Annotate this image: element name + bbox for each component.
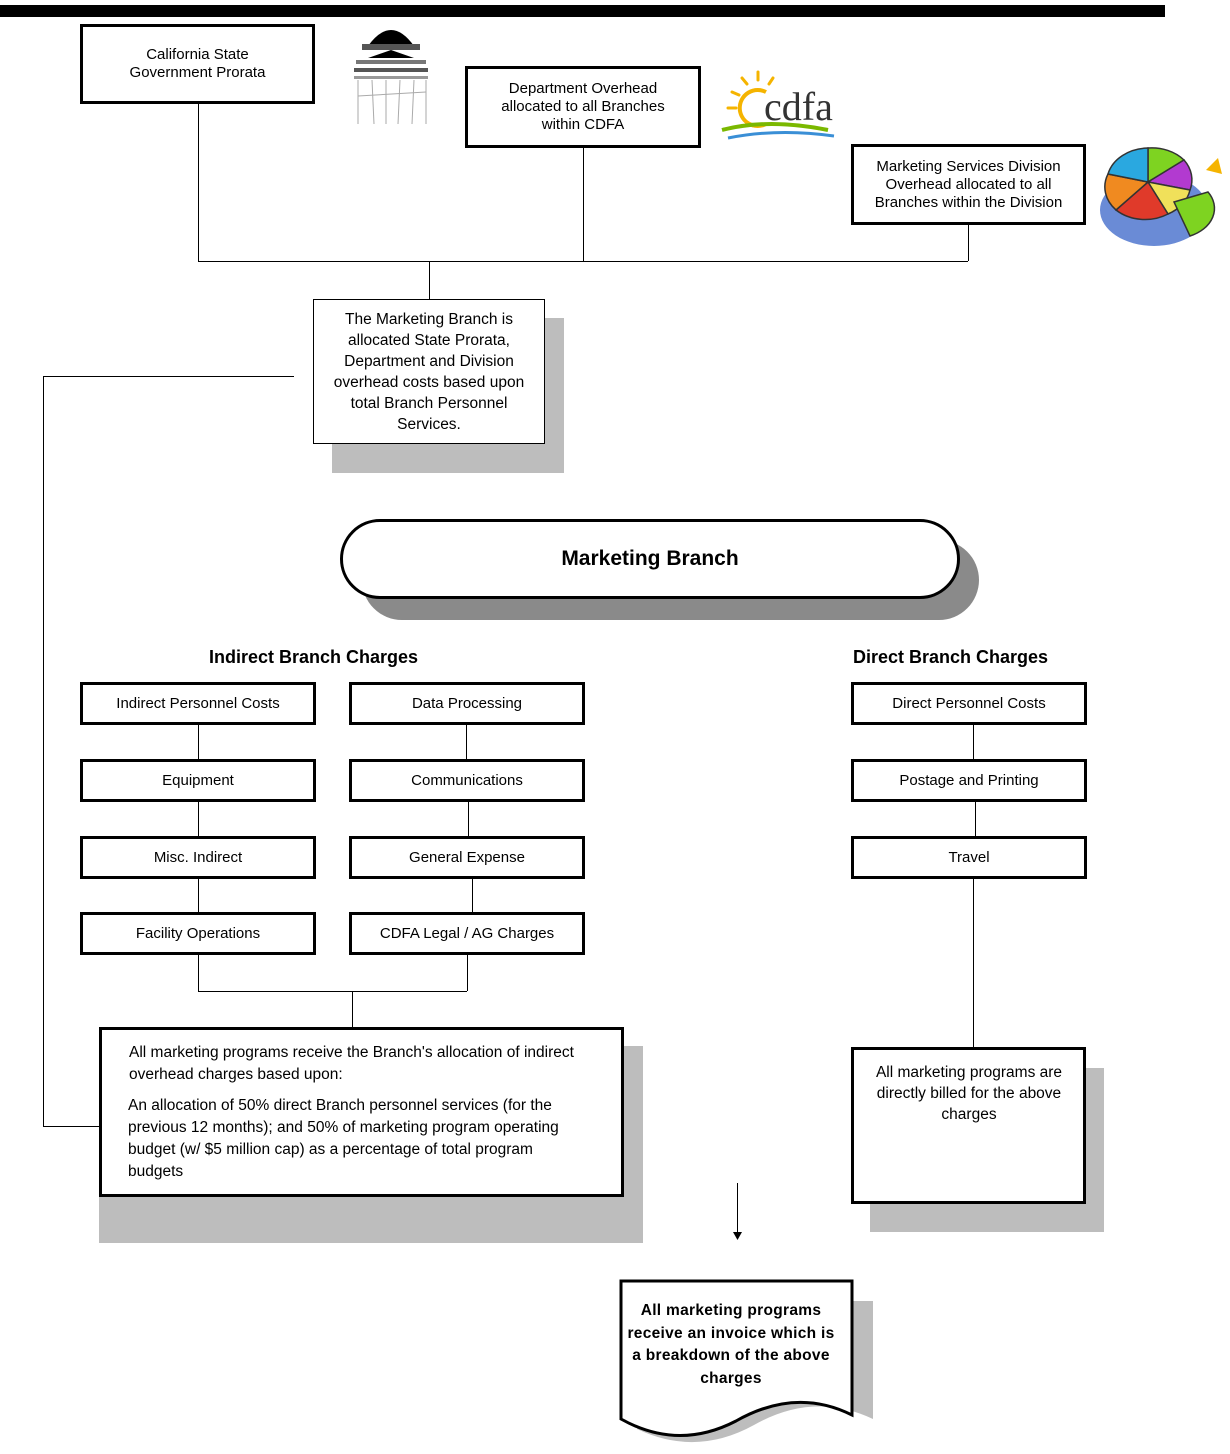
indirect-right-item-label: CDFA Legal / AG Charges bbox=[379, 924, 555, 942]
capitol-building-icon bbox=[354, 6, 428, 124]
department-overhead-label: Department Overhead allocated to all Bra… bbox=[501, 80, 665, 133]
arrow-down-icon bbox=[733, 1232, 742, 1240]
division-overhead-box: Marketing Services Division Overhead all… bbox=[851, 144, 1086, 225]
indirect-left-item: Equipment bbox=[80, 759, 316, 802]
connector-line bbox=[352, 991, 353, 1028]
indirect-right-item: Communications bbox=[349, 759, 585, 802]
indirect-left-item-label: Indirect Personnel Costs bbox=[116, 694, 280, 712]
indirect-left-item-label: Misc. Indirect bbox=[153, 848, 243, 866]
cdfa-logo-text: cdfa bbox=[764, 84, 833, 129]
indirect-left-item: Indirect Personnel Costs bbox=[80, 682, 316, 725]
branch-title-pill: Marketing Branch bbox=[340, 519, 960, 599]
direct-item: Postage and Printing bbox=[851, 759, 1087, 802]
top-bar bbox=[0, 5, 1165, 17]
allocation-box-text: The Marketing Branch is allocated State … bbox=[333, 310, 525, 433]
connector-line bbox=[198, 879, 199, 912]
connector-line bbox=[973, 725, 974, 759]
connector-line bbox=[968, 225, 969, 261]
pie-chart-icon bbox=[1100, 147, 1222, 246]
division-overhead-label: Marketing Services Division Overhead all… bbox=[874, 157, 1063, 211]
indirect-right-item: CDFA Legal / AG Charges bbox=[349, 912, 585, 955]
connector-line bbox=[973, 879, 974, 1047]
state-prorata-box: California State Government Prorata bbox=[80, 24, 315, 104]
indirect-right-item-label: Data Processing bbox=[411, 694, 523, 712]
indirect-left-item-label: Equipment bbox=[162, 771, 234, 789]
indirect-header: Indirect Branch Charges bbox=[209, 647, 419, 667]
connector-line bbox=[198, 991, 467, 992]
connector-line bbox=[472, 879, 473, 912]
allocation-box: The Marketing Branch is allocated State … bbox=[313, 299, 545, 444]
direct-header: Direct Branch Charges bbox=[853, 647, 1049, 667]
branch-title: Marketing Branch bbox=[561, 547, 739, 570]
indirect-left-item: Facility Operations bbox=[80, 912, 316, 955]
indirect-allocation-detail: An allocation of 50% direct Branch perso… bbox=[128, 1097, 559, 1180]
indirect-right-item-label: Communications bbox=[411, 771, 523, 789]
connector-line bbox=[583, 148, 584, 261]
connector-line bbox=[975, 802, 976, 836]
indirect-right-item: General Expense bbox=[349, 836, 585, 879]
state-prorata-label: California State Government Prorata bbox=[129, 46, 266, 81]
connector-line bbox=[43, 376, 44, 1126]
connector-line bbox=[429, 261, 430, 299]
connector-line bbox=[468, 802, 469, 836]
connector-line bbox=[198, 104, 199, 261]
cdfa-logo-icon: cdfa bbox=[721, 70, 835, 140]
connector-line bbox=[43, 376, 294, 377]
connector-line bbox=[198, 955, 199, 991]
connector-line bbox=[198, 802, 199, 836]
connector-line bbox=[737, 1183, 738, 1233]
department-overhead-box: Department Overhead allocated to all Bra… bbox=[465, 66, 701, 148]
indirect-left-item: Misc. Indirect bbox=[80, 836, 316, 879]
direct-item: Travel bbox=[851, 836, 1087, 879]
invoice-note: All marketing programs receive an invoic… bbox=[627, 1302, 835, 1387]
direct-billing-text: All marketing programs are directly bill… bbox=[875, 1064, 1063, 1123]
indirect-right-item: Data Processing bbox=[349, 682, 585, 725]
direct-item-label: Postage and Printing bbox=[899, 771, 1039, 789]
direct-item-label: Direct Personnel Costs bbox=[892, 694, 1046, 712]
direct-item-label: Travel bbox=[948, 848, 990, 866]
connector-line bbox=[466, 725, 467, 759]
connector-line bbox=[467, 955, 468, 991]
indirect-left-item-label: Facility Operations bbox=[135, 924, 261, 942]
indirect-allocation-box: All marketing programs receive the Branc… bbox=[99, 1027, 624, 1197]
indirect-right-item-label: General Expense bbox=[409, 848, 525, 866]
connector-line bbox=[198, 261, 968, 262]
direct-billing-box: All marketing programs are directly bill… bbox=[851, 1047, 1086, 1204]
connector-line bbox=[198, 725, 199, 759]
indirect-allocation-intro: All marketing programs receive the Branc… bbox=[129, 1044, 574, 1083]
direct-item: Direct Personnel Costs bbox=[851, 682, 1087, 725]
connector-line bbox=[43, 1126, 101, 1127]
invoice-document-shape bbox=[619, 1279, 873, 1443]
